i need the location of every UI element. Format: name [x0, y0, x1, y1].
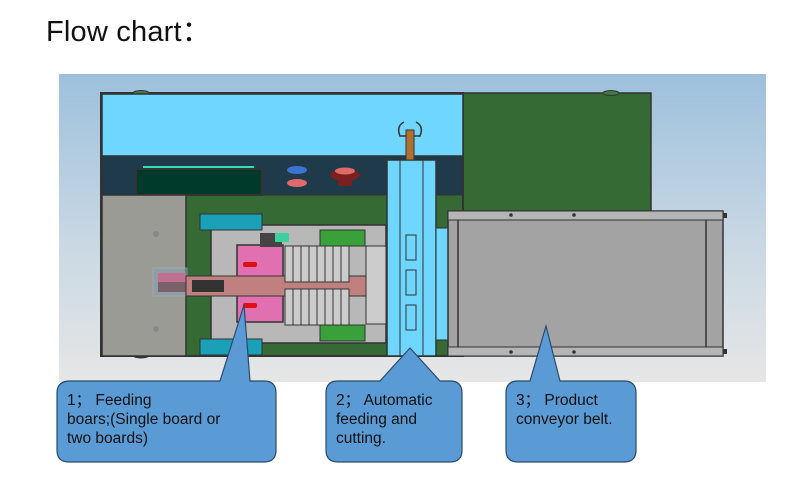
- slider-block: [319, 324, 366, 342]
- bolt-icon: [572, 350, 576, 354]
- sensor-icon: [243, 262, 257, 267]
- start-button-icon: [287, 166, 307, 174]
- column-side-plate: [435, 227, 449, 341]
- bolt-icon: [572, 213, 576, 217]
- conveyor-bottom-rail: [447, 346, 724, 357]
- callout-2-text: 2； Automatic feeding and cutting.: [336, 392, 433, 447]
- slider-block: [319, 229, 366, 247]
- emergency-stop-icon: [335, 167, 355, 175]
- top-cover-panel: [101, 93, 464, 157]
- screw-icon: [153, 231, 159, 237]
- page-title: Flow chart：: [46, 16, 211, 48]
- screw-icon: [153, 326, 159, 332]
- conveyor-top-rail: [447, 210, 724, 221]
- callout-1-text: 1； Feeding boars;(Single board or two bo…: [67, 392, 221, 447]
- feeding-inlet-dark: [158, 282, 186, 292]
- right-green-board: [462, 92, 652, 219]
- feeding-inlet-pink: [158, 273, 186, 282]
- bolt-icon: [509, 213, 513, 217]
- cutter-rod: [405, 129, 415, 161]
- conveyor-belt: [447, 210, 724, 357]
- column-slot: [405, 234, 417, 261]
- motor-connector: [275, 233, 289, 242]
- roller-gate-right: [365, 245, 387, 325]
- column-slot: [405, 304, 417, 331]
- callout-2: [325, 347, 463, 463]
- emergency-stop-base: [338, 178, 352, 186]
- rail-slot: [192, 280, 224, 292]
- foot-icon: [602, 90, 620, 96]
- feeder-block-upper: [236, 244, 284, 280]
- stop-button-icon: [287, 179, 307, 187]
- roller-end-icon: [723, 213, 727, 218]
- roller-end-icon: [723, 349, 727, 354]
- display-screen: [135, 168, 263, 196]
- column-slot: [405, 269, 417, 296]
- callout-3-text: 3； Product conveyor belt.: [516, 392, 613, 428]
- cutter-handle-icon: [397, 121, 423, 137]
- callout-3: [505, 323, 637, 463]
- callout-1: [56, 304, 277, 463]
- clamp-top: [199, 213, 263, 231]
- bolt-icon: [509, 350, 513, 354]
- sensor-icon: [243, 303, 257, 308]
- roller-gate: [284, 245, 350, 326]
- cutting-column: [386, 159, 437, 357]
